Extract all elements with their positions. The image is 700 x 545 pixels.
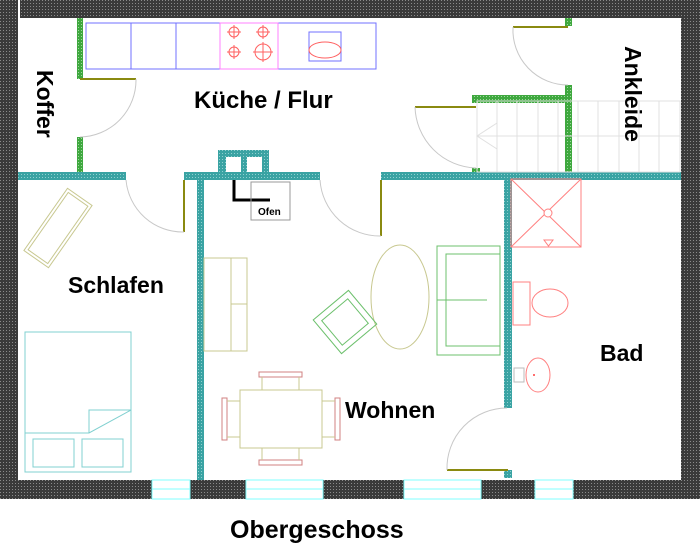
room-label-ankleide: Ankleide [620, 46, 646, 142]
washbasin [513, 357, 551, 393]
doors [79, 26, 569, 471]
ofen: Ofen [232, 180, 291, 221]
stairs [476, 100, 681, 173]
shower [510, 178, 582, 248]
plan-title: Obergeschoss [230, 516, 404, 544]
coffee-table [370, 244, 430, 350]
room-label-wohnen: Wohnen [345, 397, 435, 423]
armchair [312, 289, 378, 355]
room-label-kueche: Küche / Flur [194, 87, 333, 114]
room-label-bad: Bad [600, 340, 643, 366]
chimney [218, 150, 269, 175]
bed [24, 331, 132, 473]
stove [219, 22, 279, 70]
sofa [436, 245, 501, 356]
kitchen-counter [85, 22, 377, 70]
windows [151, 479, 574, 500]
bench [23, 187, 93, 269]
room-label-schlafen: Schlafen [68, 272, 164, 298]
kitchen-sink [308, 41, 342, 59]
cabinet [203, 257, 248, 352]
inner-walls [18, 172, 681, 480]
dining-table [221, 371, 341, 466]
light-walls [77, 18, 572, 172]
toilet [512, 281, 569, 326]
room-label-koffer: Koffer [32, 70, 58, 138]
ofen-label: Ofen [258, 207, 281, 218]
